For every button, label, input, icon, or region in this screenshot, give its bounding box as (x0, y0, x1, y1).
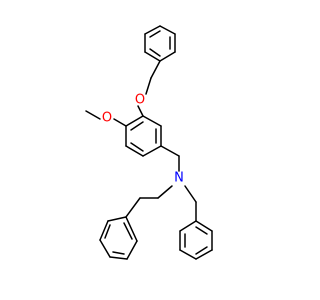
benzylamine-structure-diagram: O O N (85, 25, 213, 260)
ether-oxygen-label: O (135, 93, 145, 108)
methoxy-oxygen-label: O (102, 111, 112, 126)
amine-nitrogen-label: N (174, 171, 184, 186)
bond-lines (85, 25, 213, 260)
